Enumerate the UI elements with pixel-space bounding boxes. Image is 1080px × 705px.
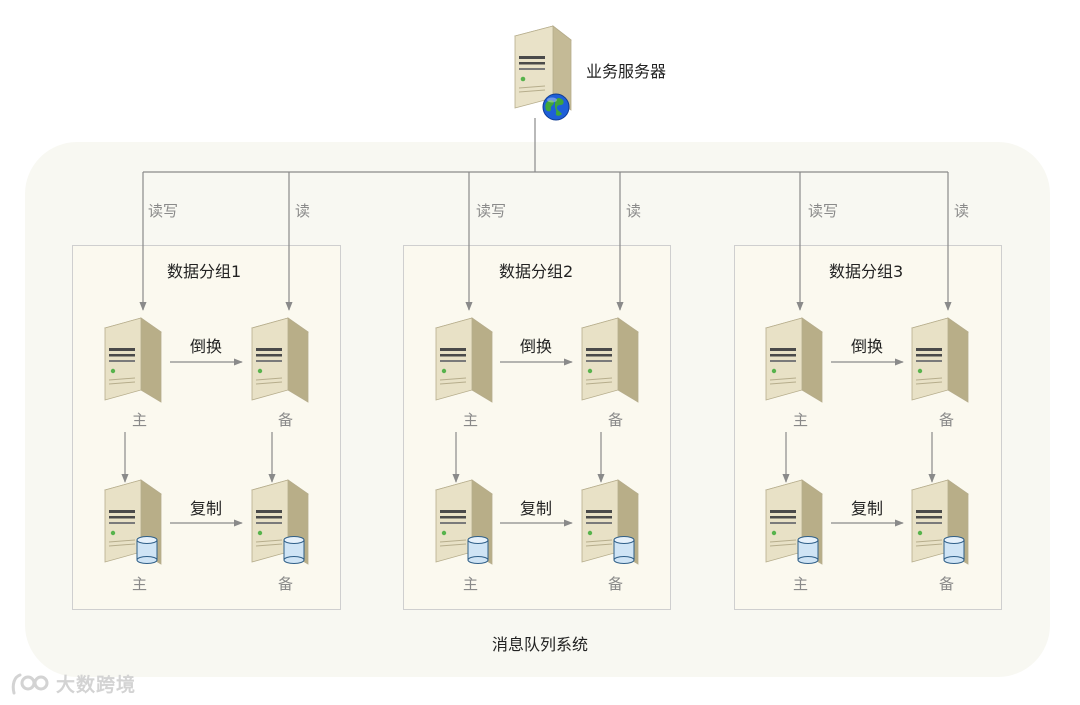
failover-label-g2: 倒换 [520,337,553,356]
g1-backup-db-server-icon [251,479,309,565]
database-icon [283,536,305,564]
role-label-g1-primary-bottom: 主 [132,575,148,593]
group-2-title: 数据分组2 [499,262,574,281]
role-label-g3-backup-top: 备 [939,411,955,429]
g1-primary-db-server-icon [104,479,162,565]
role-label-g2-primary-bottom: 主 [463,575,479,593]
role-label-g1-backup-bottom: 备 [278,575,294,593]
g3-primary-db-server-icon [765,479,823,565]
role-label-g2-primary-top: 主 [463,411,479,429]
g3-backup-server-icon [911,317,969,403]
role-label-g2-backup-bottom: 备 [608,575,624,593]
role-label-g3-primary-bottom: 主 [793,575,809,593]
group-3-title: 数据分组3 [829,262,904,281]
link-label-g2-read: 读 [626,202,642,220]
replicate-label-g2: 复制 [520,499,553,518]
g1-primary-server-icon [104,317,162,403]
database-icon [136,536,158,564]
system-label: 消息队列系统 [492,635,589,654]
database-icon [797,536,819,564]
replicate-label-g1: 复制 [190,499,223,518]
database-icon [943,536,965,564]
role-label-g1-backup-top: 备 [278,411,294,429]
g2-backup-db-server-icon [581,479,639,565]
link-label-g2-read-write: 读写 [476,202,507,220]
g1-backup-server-icon [251,317,309,403]
failover-label-g1: 倒换 [190,337,223,356]
business-server-icon [514,25,572,111]
g2-backup-server-icon [581,317,639,403]
watermark: 大数跨境 [10,670,136,697]
g3-primary-server-icon [765,317,823,403]
database-icon [613,536,635,564]
globe-icon [542,93,570,121]
g2-primary-db-server-icon [435,479,493,565]
g2-primary-server-icon [435,317,493,403]
role-label-g3-backup-bottom: 备 [939,575,955,593]
role-label-g3-primary-top: 主 [793,411,809,429]
failover-label-g3: 倒换 [851,337,884,356]
logo-icon [11,673,49,694]
role-label-g1-primary-top: 主 [132,411,148,429]
link-label-g3-read: 读 [954,202,970,220]
replicate-label-g3: 复制 [851,499,884,518]
role-label-g2-backup-top: 备 [608,411,624,429]
link-label-g1-read-write: 读写 [148,202,179,220]
watermark-text: 大数跨境 [56,674,137,696]
g3-backup-db-server-icon [911,479,969,565]
database-icon [467,536,489,564]
business-server-label: 业务服务器 [586,62,667,81]
link-label-g3-read-write: 读写 [808,202,839,220]
group-1-title: 数据分组1 [167,262,242,281]
link-label-g1-read: 读 [295,202,311,220]
